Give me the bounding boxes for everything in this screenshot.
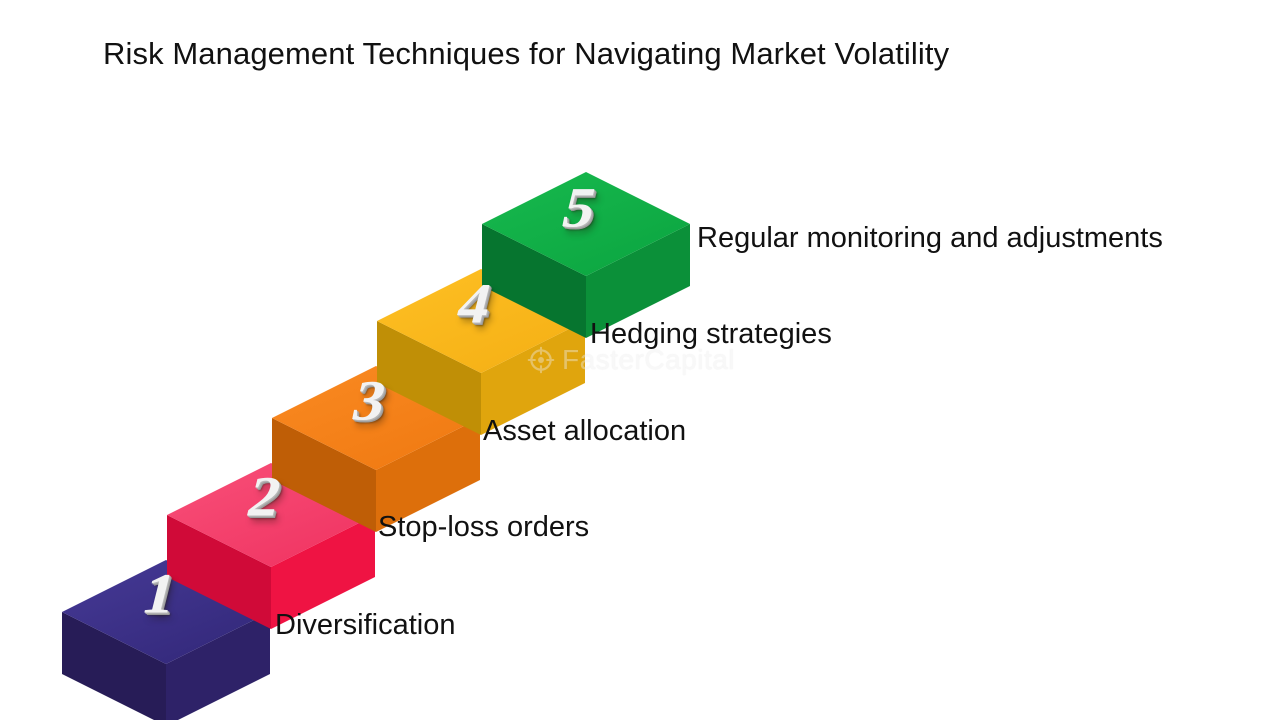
staircase-step-5: [482, 172, 690, 338]
page-title: Risk Management Techniques for Navigatin…: [103, 35, 950, 71]
step-number-5: 5: [556, 176, 603, 240]
staircase-step-1: [62, 560, 270, 720]
step-face-front: [272, 418, 376, 532]
step-number-3: 3: [346, 369, 393, 433]
step-face-front: [377, 321, 481, 435]
step-face-top: [482, 172, 690, 276]
step-face-side: [166, 612, 270, 720]
step-label-2: Stop-loss orders: [378, 511, 590, 543]
step-face-top: [377, 269, 585, 373]
step-label-5: Regular monitoring and adjustments: [697, 222, 1163, 254]
staircase-step-3: [272, 366, 480, 532]
fastercapital-logo-icon: [527, 346, 555, 374]
step-face-front: [167, 515, 271, 629]
step-face-top: [272, 366, 480, 470]
staircase-step-2: [167, 463, 375, 629]
step-number-4: 4: [451, 272, 498, 336]
step-number-2: 2: [241, 465, 288, 529]
step-label-1: Diversification: [275, 609, 456, 641]
step-face-top: [167, 463, 375, 567]
step-label-4: Hedging strategies: [590, 318, 832, 350]
step-face-top: [62, 560, 270, 664]
step-label-3: Asset allocation: [483, 415, 687, 447]
step-number-1: 1: [136, 562, 183, 626]
step-face-front: [62, 612, 166, 720]
step-face-front: [482, 224, 586, 338]
staircase-step-4: [377, 269, 585, 435]
